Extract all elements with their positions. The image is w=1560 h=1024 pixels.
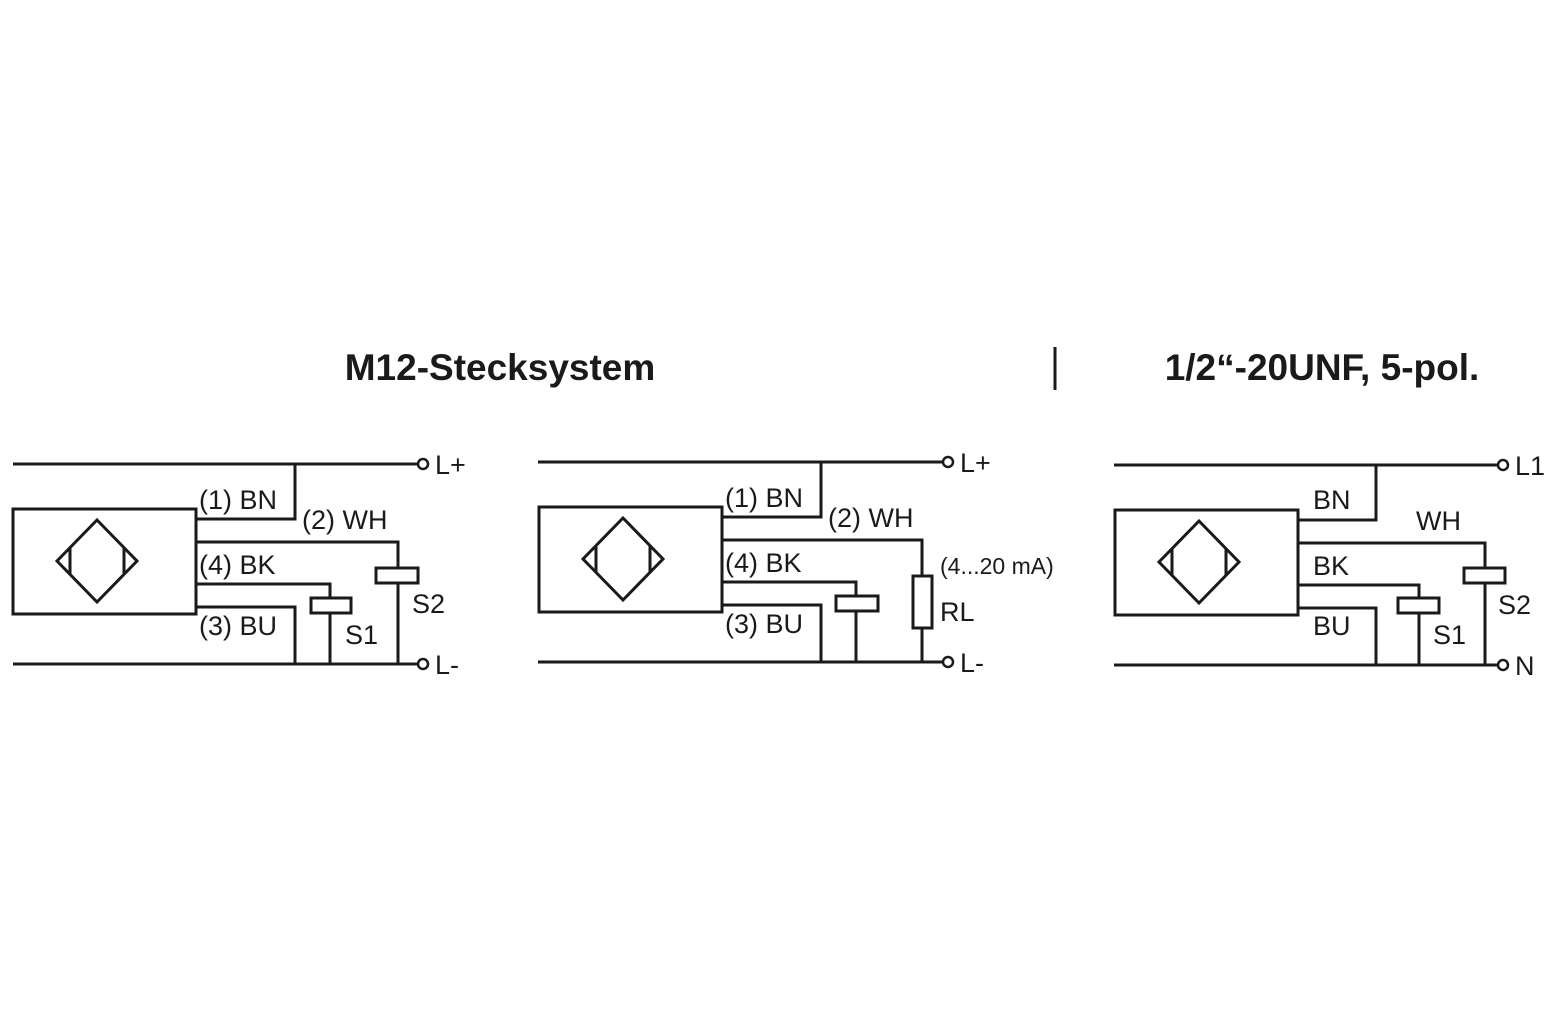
title-m12: M12-Stecksystem <box>345 347 656 388</box>
wire-bn <box>196 464 297 521</box>
label-s1: S1 <box>1433 620 1466 650</box>
terminal-minus <box>941 655 955 669</box>
diagram-2: L+ L- (1) BN (2) WH (4) BK (3) BU (4...2… <box>537 448 1054 678</box>
label-bu: (3) BU <box>199 611 277 641</box>
wire-wh <box>722 538 924 576</box>
wire-bu <box>1298 606 1378 665</box>
sensor-symbol-icon <box>54 517 140 605</box>
wire-bk <box>1298 583 1421 598</box>
label-bk: (4) BK <box>199 550 276 580</box>
label-bn: BN <box>1313 485 1351 515</box>
terminal-plus <box>416 457 430 471</box>
label-l1: L1 <box>1515 451 1545 481</box>
load-s1 <box>309 596 353 615</box>
label-s2: S2 <box>412 589 445 619</box>
load-box <box>834 594 880 613</box>
wire-bn <box>722 462 823 519</box>
load-s1 <box>1396 596 1441 615</box>
label-bu: (3) BU <box>725 609 803 639</box>
diagram-1: L+ L- (1) BN (2) WH (4) BK (3) BU S1 S2 <box>11 450 466 680</box>
terminal-minus <box>416 657 430 671</box>
label-s1: S1 <box>345 620 378 650</box>
label-rl: RL <box>940 597 975 627</box>
terminal-l1 <box>1496 458 1510 472</box>
wire-bn <box>1298 465 1378 522</box>
wire-wh <box>1298 541 1487 568</box>
terminal-n <box>1496 658 1510 672</box>
label-bk: BK <box>1313 551 1349 581</box>
label-n: N <box>1515 651 1535 681</box>
label-bu: BU <box>1313 611 1351 641</box>
label-wh: (2) WH <box>302 505 387 535</box>
wire-bu <box>722 603 823 662</box>
label-bn: (1) BN <box>199 485 277 515</box>
label-s2: S2 <box>1498 590 1531 620</box>
wire-bk <box>722 580 858 596</box>
sensor-box <box>1113 508 1300 617</box>
label-wh: WH <box>1416 506 1461 536</box>
label-bn: (1) BN <box>725 483 803 513</box>
label-l-plus: L+ <box>960 448 991 478</box>
sensor-box <box>11 507 198 616</box>
resistor-rl <box>911 574 934 630</box>
sensor-box <box>537 505 724 614</box>
diagram-3: L1 N BN WH BK BU S1 S2 <box>1113 451 1545 681</box>
title-unf: 1/2“-20UNF, 5-pol. <box>1165 347 1480 388</box>
terminal-plus <box>941 455 955 469</box>
sensor-symbol-icon <box>580 515 666 603</box>
label-l-minus: L- <box>960 648 984 678</box>
load-s2 <box>374 566 420 585</box>
label-wh: (2) WH <box>828 503 913 533</box>
load-s2 <box>1462 566 1507 585</box>
label-current-range: (4...20 mA) <box>940 553 1054 579</box>
label-l-plus: L+ <box>435 450 466 480</box>
label-l-minus: L- <box>435 650 459 680</box>
label-bk: (4) BK <box>725 548 802 578</box>
wire-bu <box>196 605 297 664</box>
wire-bk <box>196 582 332 598</box>
sensor-symbol-icon <box>1156 518 1242 606</box>
wire-wh <box>196 540 400 568</box>
